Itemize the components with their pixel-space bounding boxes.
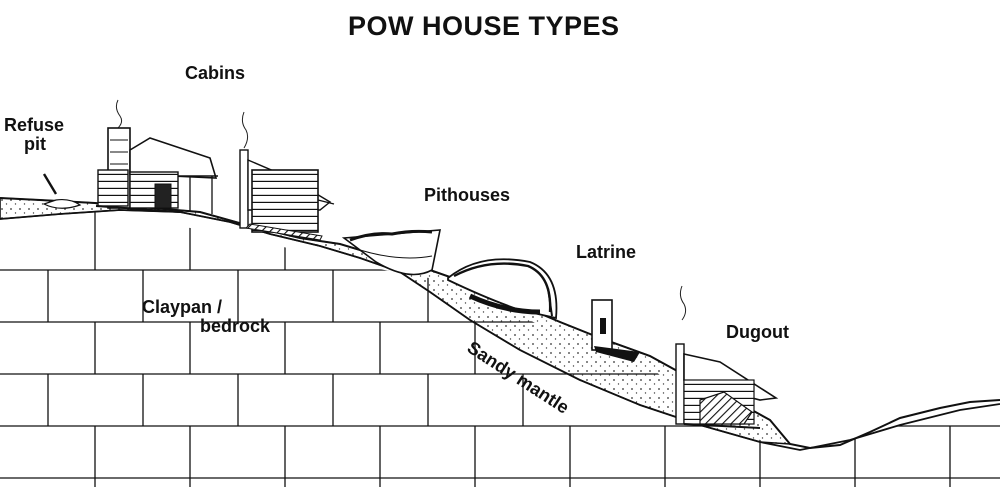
diagram-title: POW HOUSE TYPES	[348, 11, 620, 41]
label-claypan-line1: Claypan /	[142, 297, 223, 317]
claypan-bedrock-blocks	[0, 212, 1000, 487]
label-latrine: Latrine	[576, 242, 637, 262]
cabin-with-chimney	[95, 99, 218, 214]
dugout	[675, 285, 779, 429]
cabin-log-section	[239, 111, 335, 241]
label-dugout: Dugout	[726, 322, 789, 342]
pithouse-domed	[447, 258, 558, 320]
label-refuse-pit-line2: pit	[24, 134, 46, 155]
label-refuse-pit-line1: Refuse	[4, 115, 65, 135]
latrine	[591, 299, 640, 362]
ground-surface-line	[0, 197, 1000, 450]
label-refuse-pit: Refuse pit	[4, 115, 65, 155]
bedrock-contact-line	[0, 209, 1000, 451]
label-claypan-line2: bedrock	[200, 316, 271, 337]
label-pithouses: Pithouses	[424, 185, 511, 205]
refuse-pit	[42, 173, 82, 209]
label-claypan-bedrock: Claypan / bedrock	[142, 297, 271, 337]
label-cabins: Cabins	[185, 63, 246, 83]
pithouse-shallow	[341, 229, 441, 276]
